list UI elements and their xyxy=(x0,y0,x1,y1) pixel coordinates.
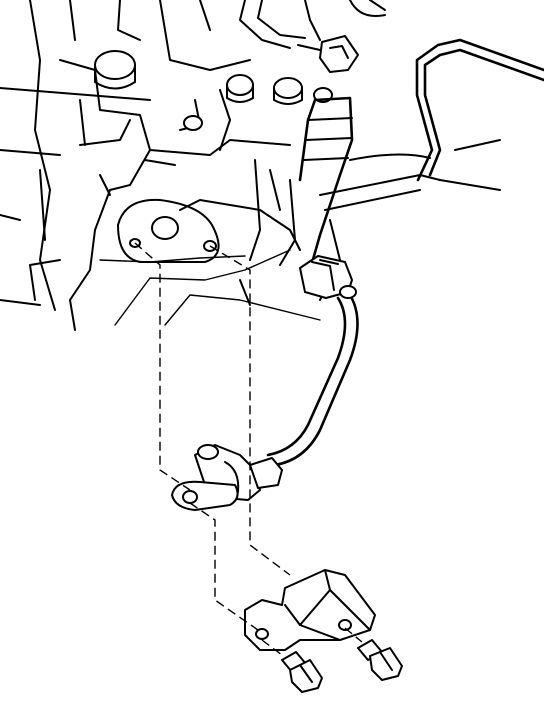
sensor-protector-cover xyxy=(244,569,376,651)
sensor-connector xyxy=(299,255,357,299)
block-bolts xyxy=(94,50,333,131)
sensor-mount-boss xyxy=(117,198,220,263)
crankshaft-position-sensor xyxy=(171,444,283,511)
engine-block xyxy=(0,0,321,331)
bolt-left xyxy=(281,651,323,693)
assembly-guide-lines xyxy=(134,242,363,656)
sensor-cable xyxy=(266,293,359,467)
bolt-right xyxy=(357,639,403,681)
upper-wire-harness xyxy=(239,0,386,73)
